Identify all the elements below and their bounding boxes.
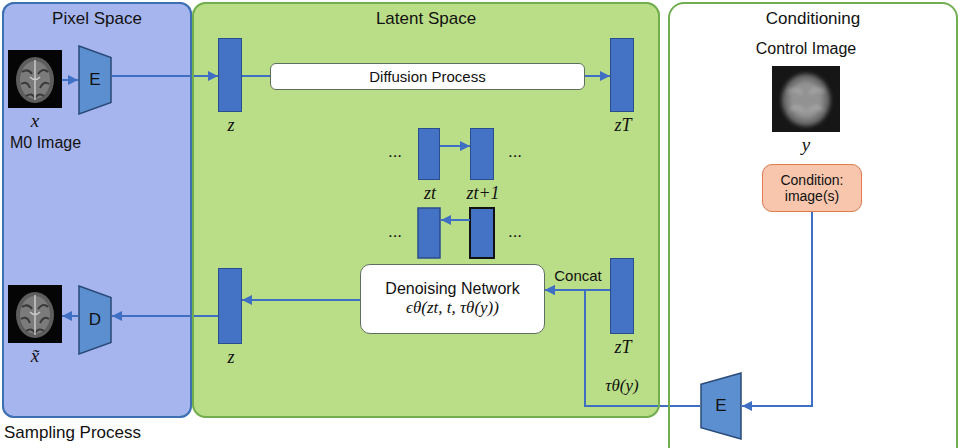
node-label: zt+1 [466,183,499,204]
annotation-frame: ... [508,142,522,162]
process-box: Condition: image(s) [762,164,862,212]
control-brain-image [772,66,840,132]
connector-arrow [742,212,812,406]
panel-fill [668,2,958,448]
connector-arrow [112,75,218,77]
connector-arrow [242,75,270,77]
text-frame: E [78,45,112,115]
latent-block [418,208,440,258]
node-label: x [31,110,39,132]
trapezoid-outline [79,46,111,114]
node-label: Control Image [756,40,857,58]
node-label: E [715,396,726,416]
encoder-block: D [78,285,112,355]
reverse-step-arrow [441,219,470,221]
process-box: Denoising Networkϵθ(zt, t, τθ(y)) [360,264,545,334]
node-label: y [802,134,810,156]
trapezoid-outline [79,286,111,354]
text-frame: zT [591,115,655,136]
image-thumbnail: x̃ [8,285,62,343]
space-panel: Pixel SpacexM0 ImageEx̃D [2,2,192,418]
connector-arrow [585,75,610,77]
text-frame: zt [399,183,461,204]
encoder-block: E [700,372,742,440]
node-label: Condition: image(s) [769,172,855,204]
space-panel: Latent SpacezDiffusion ProcesszTztzt+1zD… [192,2,660,418]
node-label: D [89,310,101,330]
node-label: z [227,115,234,136]
text-frame: z [199,115,263,136]
node-label: M0 Image [10,134,81,152]
edge-label: τθ(y) [603,376,640,396]
text-frame: Pixel Space [4,9,190,29]
image-thumbnail: Control Imagey [772,66,840,132]
node-label: zT [614,337,631,358]
space-panel: ConditioningControl ImageyCondition: ima… [668,2,958,448]
text-frame: y [772,134,840,156]
latent-block [470,208,494,258]
text-frame: x [8,110,62,132]
text-frame: x̃ [8,345,62,367]
text-frame: Latent Space [194,9,658,29]
text-frame: D [78,285,112,355]
node-label: zT [614,115,631,136]
annotation-frame: ... [508,222,522,242]
brain-image [8,50,62,108]
annotation-text: ... [508,222,522,242]
text-frame: E [700,372,742,440]
node-label: ϵθ(zt, t, τθ(y)) [406,298,499,318]
node-label: z [227,347,234,368]
node-label: Diffusion Process [369,68,485,85]
annotation-frame: Sampling Process [4,423,141,443]
latent-block: z [218,38,242,112]
text-frame: Conditioning [670,9,956,29]
panel-fill [192,2,660,418]
latent-block: z [218,268,242,344]
text-frame: zT [591,337,655,358]
node-label: Latent Space [376,9,476,29]
node-label: Pixel Space [52,9,142,29]
edge-label: Concat [552,267,604,284]
latent-block: zt [418,128,440,180]
text-frame: zt+1 [451,183,515,204]
edge-label-frame: τθ(y) [603,376,640,396]
annotation-frame: ... [388,142,402,162]
latent-block: zT [610,258,634,334]
annotation-text: ... [388,142,402,162]
annotation-text: Sampling Process [4,423,141,443]
text-frame: Condition: image(s) [763,165,861,211]
connector-arrow [62,315,78,317]
node-label: zt [424,183,436,204]
text-frame: Diffusion Process [271,64,584,89]
annotation-text: ... [508,142,522,162]
latent-block: zT [610,38,634,112]
trapezoid-outline [701,373,741,439]
text-frame: Control Image [732,40,880,58]
node-label: Denoising Network [385,280,519,298]
connector-arrow [440,145,470,147]
annotation-frame: ... [388,222,402,242]
edge-label-frame: Concat [552,267,604,284]
node-label: E [89,70,100,90]
annotation-text: ... [388,222,402,242]
connector-arrow [62,79,78,81]
text-frame: z [199,347,263,368]
connector-arrow [242,299,360,301]
encoder-block: E [78,45,112,115]
brain-image [8,285,62,343]
node-label: Conditioning [766,9,861,29]
connector-arrow [112,315,218,317]
text-frame: M0 Image [10,134,81,152]
image-thumbnail: xM0 Image [8,50,62,108]
process-box: Diffusion Process [270,63,585,90]
latent-block: zt+1 [470,128,494,180]
node-label: x̃ [31,345,39,367]
text-frame: Denoising Networkϵθ(zt, t, τθ(y)) [361,265,544,333]
panel-fill [2,2,192,418]
